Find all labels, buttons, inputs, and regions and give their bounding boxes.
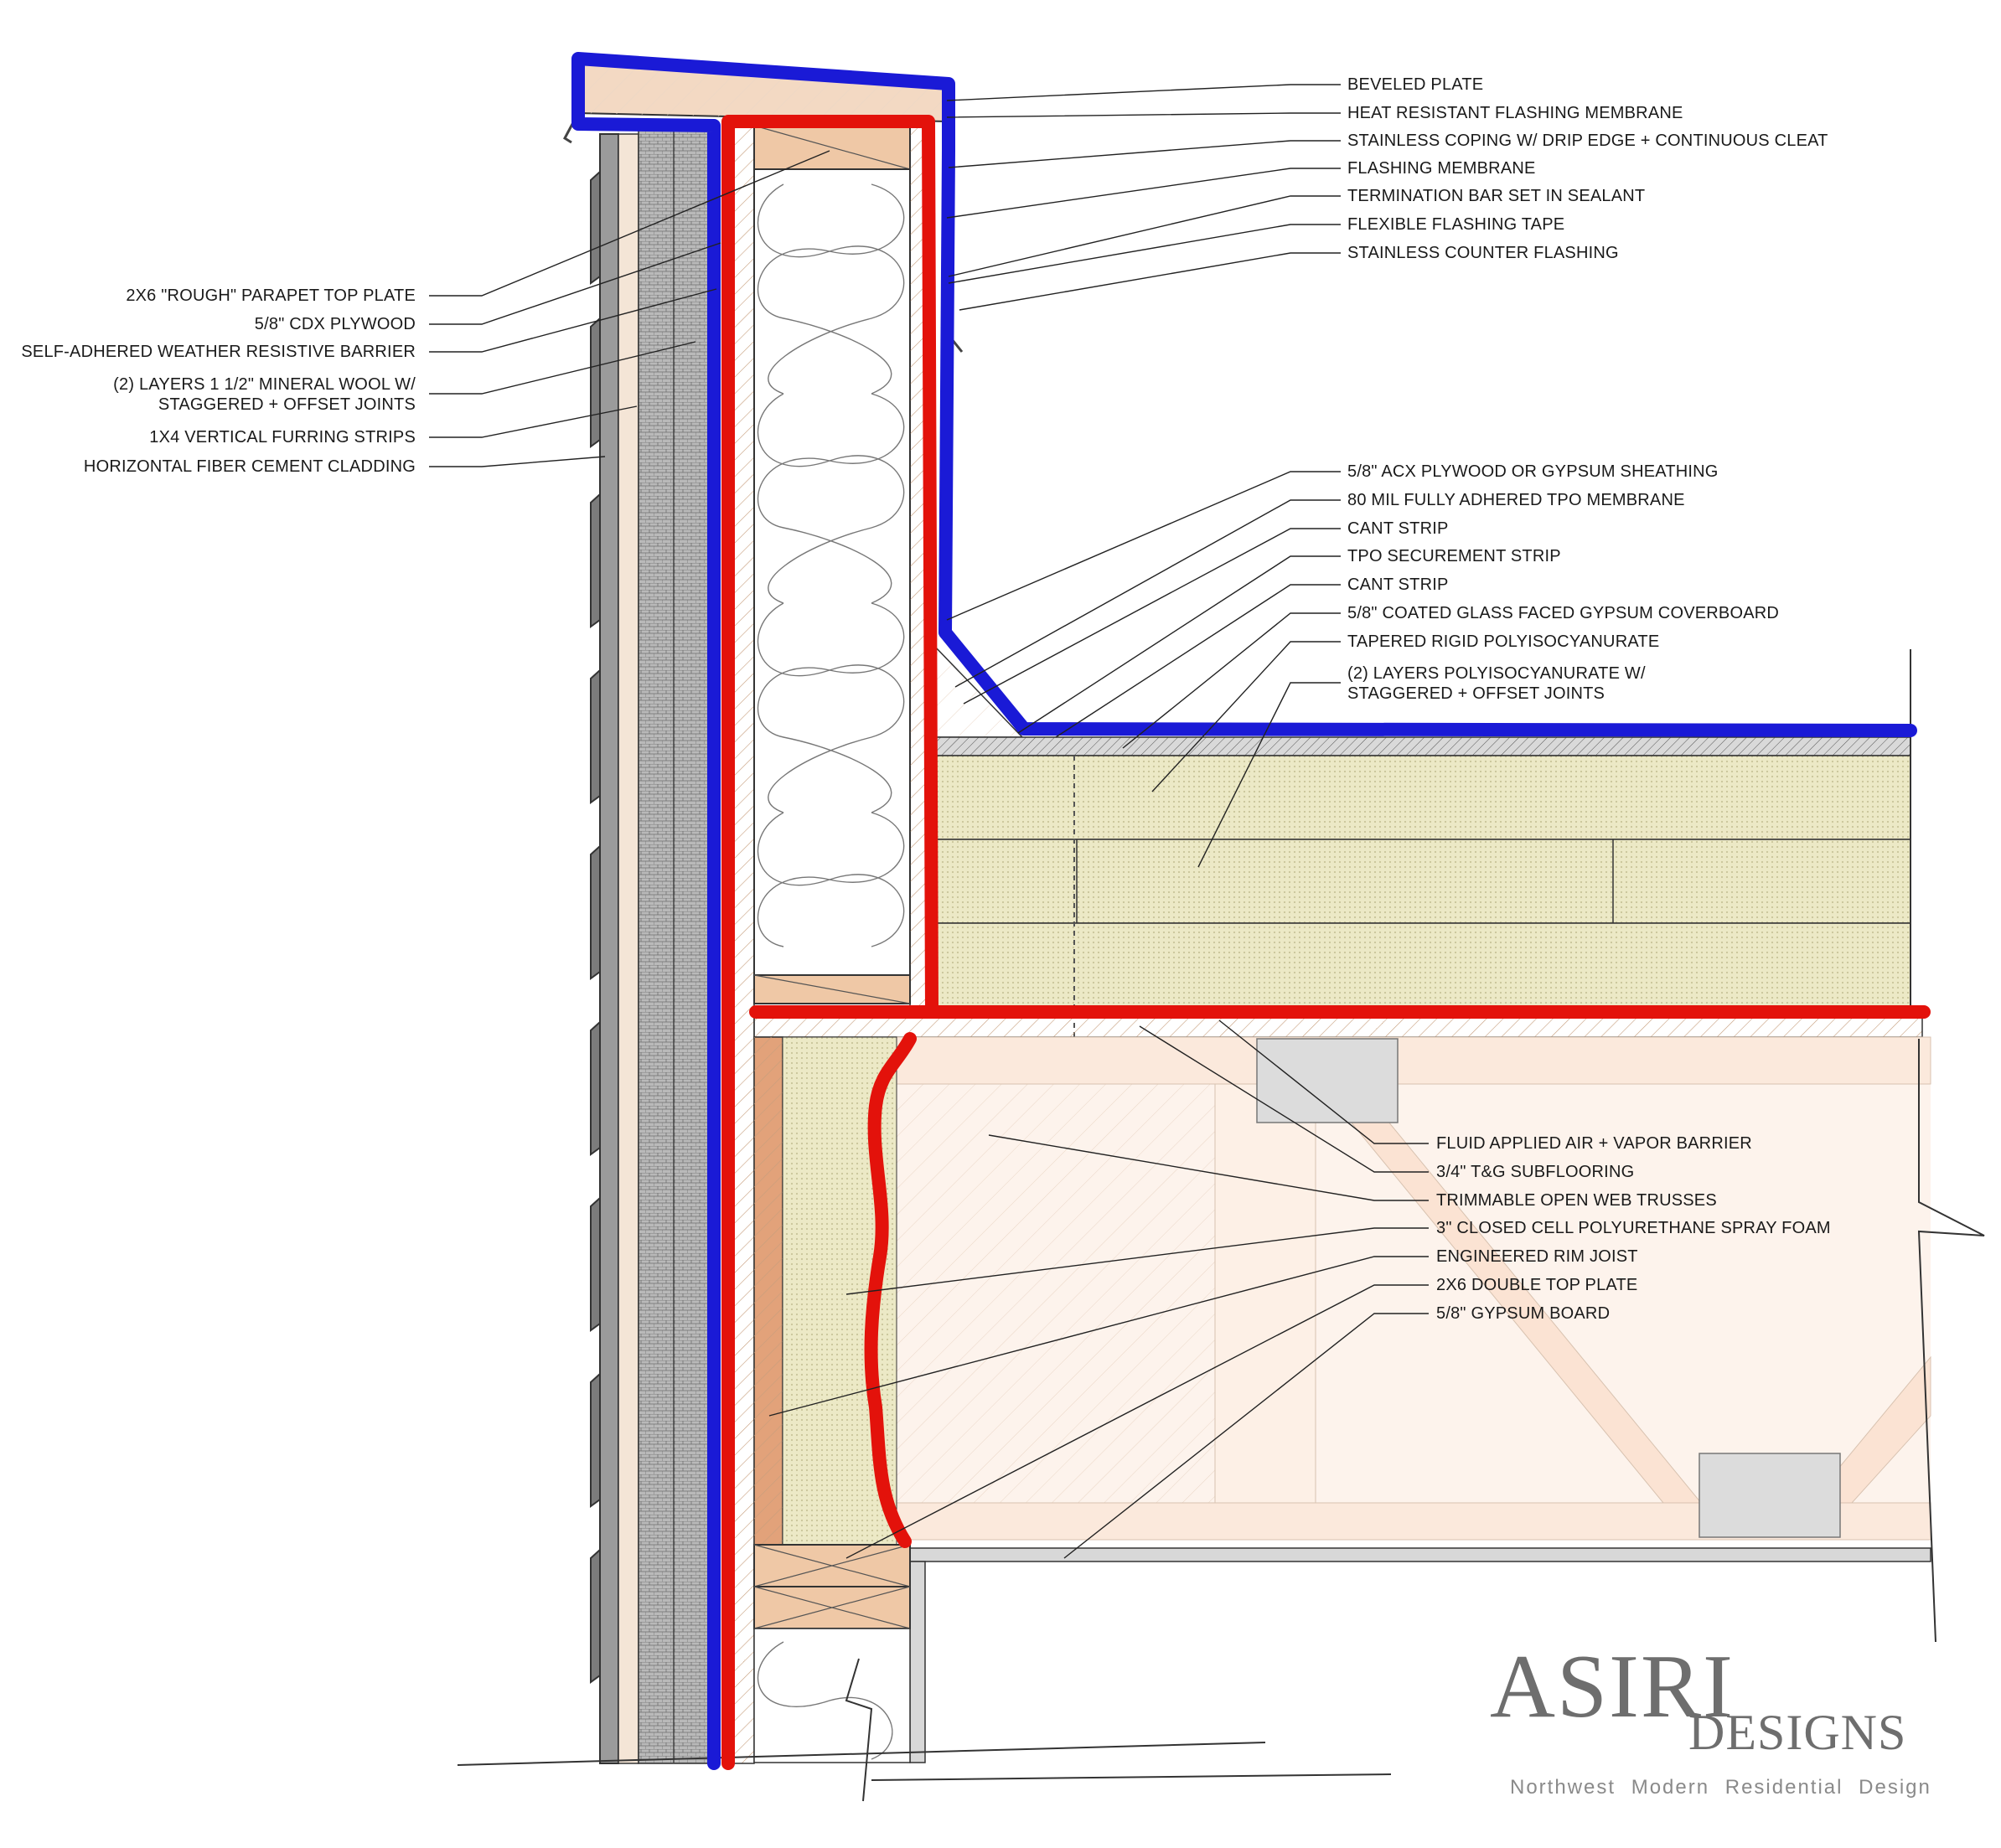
label-double-top-plate: 2X6 DOUBLE TOP PLATE — [1436, 1276, 1638, 1294]
label-stainless-coping: STAINLESS COPING W/ DRIP EDGE + CONTINUO… — [1347, 132, 1828, 150]
floor-assembly — [753, 1036, 1931, 1763]
label-cant-strip-1: CANT STRIP — [1347, 519, 1449, 538]
label-stainless-counter-flashing: STAINLESS COUNTER FLASHING — [1347, 244, 1619, 262]
cladding-laps — [590, 169, 601, 1684]
label-tpo-membrane: 80 MIL FULLY ADHERED TPO MEMBRANE — [1347, 491, 1685, 509]
parapet-mineral-wool-batt — [753, 168, 911, 976]
brand-logo-name: ASIRI — [1490, 1637, 1735, 1737]
label-beveled-plate: BEVELED PLATE — [1347, 75, 1484, 94]
truss-gusset-top — [1256, 1038, 1399, 1123]
label-subflooring: 3/4" T&G SUBFLOORING — [1436, 1163, 1635, 1181]
break-lines — [457, 649, 1985, 1802]
leader-lines — [429, 84, 1429, 1559]
truss-gusset-bottom — [1699, 1453, 1841, 1538]
polyiso-layer-1 — [933, 839, 1911, 924]
coverboard — [933, 736, 1911, 756]
label-fiber-cement-cladding: HORIZONTAL FIBER CEMENT CLADDING — [83, 457, 416, 476]
gypsum-board — [909, 1547, 1931, 1562]
label-spray-foam: 3" CLOSED CELL POLYURETHANE SPRAY FOAM — [1436, 1219, 1831, 1237]
cant-strip — [933, 643, 1024, 738]
label-mineral-wool-line2: STAGGERED + OFFSET JOINTS — [158, 395, 416, 414]
label-weather-resistive-barrier: SELF-ADHERED WEATHER RESISTIVE BARRIER — [21, 343, 416, 361]
fiber-cement-cladding — [599, 133, 619, 1764]
air-barrier-line-red — [721, 115, 1931, 1770]
label-rim-joist: ENGINEERED RIM JOIST — [1436, 1247, 1638, 1266]
label-parapet-top-plate: 2X6 "ROUGH" PARAPET TOP PLATE — [126, 286, 416, 305]
label-flexible-flashing-tape: FLEXIBLE FLASHING TAPE — [1347, 215, 1565, 234]
label-furring-strips: 1X4 VERTICAL FURRING STRIPS — [149, 428, 416, 447]
interior-wall-gypsum — [909, 1561, 926, 1763]
label-polyiso-layers-line2: STAGGERED + OFFSET JOINTS — [1347, 684, 1605, 703]
water-control-line-blue — [571, 52, 1917, 1770]
furring-strips — [618, 133, 639, 1764]
label-fluid-applied-barrier: FLUID APPLIED AIR + VAPOR BARRIER — [1436, 1134, 1752, 1153]
label-termination-bar: TERMINATION BAR SET IN SEALANT — [1347, 187, 1646, 205]
label-gypsum-board: 5/8" GYPSUM BOARD — [1436, 1304, 1611, 1323]
polyiso-layer-2 — [933, 922, 1911, 1008]
brand-tagline: Northwest Modern Residential Design — [1510, 1776, 1931, 1799]
label-heat-resistant-flashing-membrane: HEAT RESISTANT FLASHING MEMBRANE — [1347, 104, 1683, 122]
batt-insulation-loops — [757, 183, 905, 947]
label-cdx-plywood: 5/8" CDX PLYWOOD — [254, 315, 416, 333]
label-open-web-trusses: TRIMMABLE OPEN WEB TRUSSES — [1436, 1191, 1717, 1210]
truss-vertical — [1214, 1083, 1316, 1504]
label-acx-plywood: 5/8" ACX PLYWOOD OR GYPSUM SHEATHING — [1347, 462, 1719, 481]
label-gypsum-coverboard: 5/8" COATED GLASS FACED GYPSUM COVERBOAR… — [1347, 604, 1780, 622]
label-cant-strip-2: CANT STRIP — [1347, 576, 1449, 594]
tapered-polyiso — [933, 755, 1911, 840]
label-tapered-polyiso: TAPERED RIGID POLYISOCYANURATE — [1347, 632, 1660, 651]
roof-assembly — [753, 643, 1923, 1047]
spray-foam-air-line-red — [864, 1032, 917, 1548]
label-mineral-wool-line1: (2) LAYERS 1 1/2" MINERAL WOOL W/ — [113, 375, 416, 394]
wall-batt-below — [753, 1628, 911, 1763]
label-flashing-membrane: FLASHING MEMBRANE — [1347, 159, 1536, 178]
brand-logo-sub: DESIGNS — [1688, 1705, 1907, 1760]
truss-top-chord — [896, 1036, 1931, 1085]
label-tpo-securement-strip: TPO SECUREMENT STRIP — [1347, 547, 1561, 565]
label-polyiso-layers-line1: (2) LAYERS POLYISOCYANURATE W/ — [1347, 664, 1646, 683]
